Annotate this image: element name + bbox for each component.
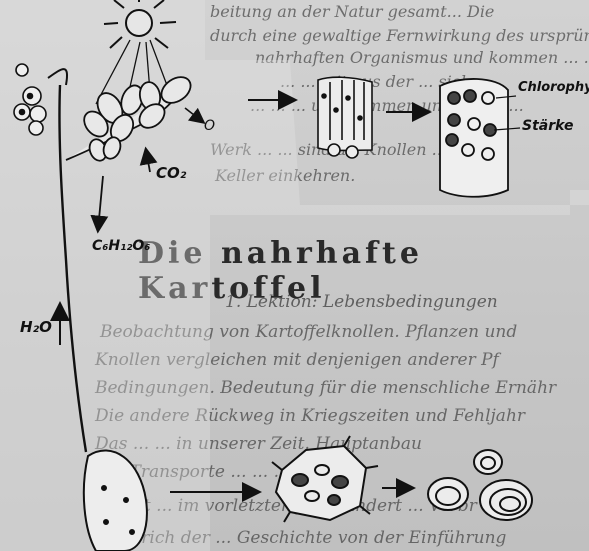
- leaf-cross-section: [318, 77, 372, 158]
- co2-label: CO₂: [156, 164, 186, 182]
- oxygen-label: O: [204, 118, 215, 134]
- staerke-label: Stärke: [522, 118, 573, 134]
- starch-cell: [272, 436, 378, 522]
- starch-grains: [428, 450, 532, 520]
- chlorophyll-label: Chlorophyll: [518, 80, 589, 95]
- glucose-label: C₆H₁₂O₆: [92, 238, 150, 254]
- chloroplast-cell: [440, 79, 520, 197]
- water-label: H₂O: [20, 318, 52, 336]
